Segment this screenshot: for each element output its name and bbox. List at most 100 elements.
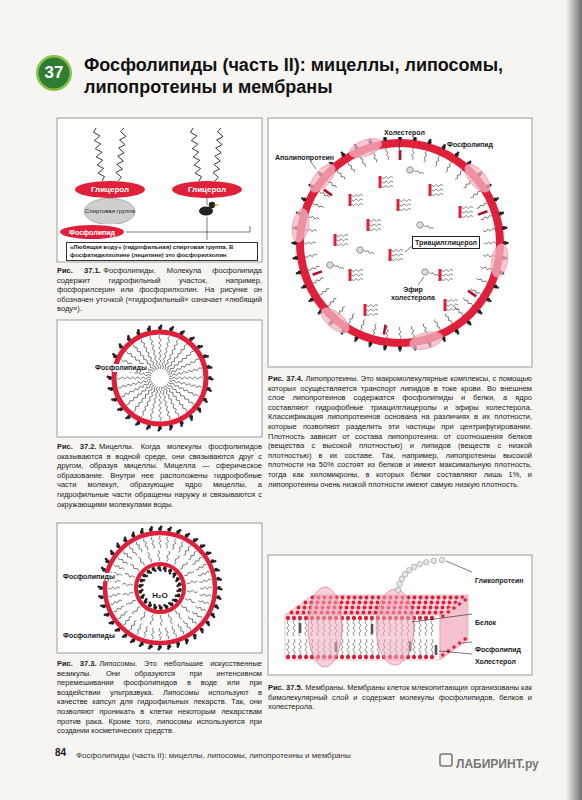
hydrophilic-head xyxy=(109,387,113,391)
fatty-acid-tail xyxy=(144,626,148,638)
phospholipid-head xyxy=(443,596,447,600)
fatty-acid-tail xyxy=(419,620,421,636)
fatty-acid-tail xyxy=(367,314,379,316)
hydrophilic-head xyxy=(341,151,343,153)
part-label: Белок xyxy=(474,619,497,627)
triacylglycerol-backbone xyxy=(444,299,447,311)
phospholipid-head xyxy=(441,653,445,657)
label-anchor: Гликопротеин xyxy=(474,569,525,587)
hydrophilic-head xyxy=(110,550,113,553)
node-text: Фосфолипид xyxy=(69,229,115,236)
fatty-acid-tail xyxy=(158,550,160,561)
fatty-acid-tail xyxy=(136,542,141,553)
fatty-acid-tail xyxy=(481,216,493,220)
glycoprotein-bead xyxy=(395,587,401,593)
part-label: Аполипопротеин xyxy=(274,154,335,162)
fatty-acid-tail xyxy=(462,207,474,209)
hydrophilic-head xyxy=(150,526,153,529)
fatty-acid-tail xyxy=(445,162,452,172)
phospholipid-head xyxy=(292,655,296,659)
hydrophilic-head xyxy=(291,242,293,244)
fatty-acid-tail xyxy=(386,148,389,160)
fatty-acid-tail xyxy=(353,639,355,655)
glycerol-ring xyxy=(114,332,206,424)
node-text: Спиртовая группа xyxy=(85,208,135,215)
fatty-acid-tail xyxy=(471,191,481,198)
fatty-acid-tail xyxy=(348,162,355,172)
fatty-acid-tail xyxy=(166,628,169,640)
phospholipid-head xyxy=(359,596,363,600)
phospholipid-head xyxy=(418,601,422,605)
fatty-acid-tail xyxy=(370,220,382,222)
phospholipid-head xyxy=(449,596,453,600)
figure-number: Рис. 37.4. xyxy=(268,374,303,383)
hydrophilic-head xyxy=(147,327,151,331)
label-anchor: H₂O xyxy=(152,584,168,602)
glycoprotein-bead xyxy=(411,564,417,570)
hydrophilic-head xyxy=(135,423,138,426)
fatty-acid-tail xyxy=(172,539,176,551)
hydrophilic-head xyxy=(384,348,386,350)
phospholipid-head xyxy=(363,606,367,610)
hydrophilic-head xyxy=(497,197,499,199)
fatty-acid-tail xyxy=(337,235,349,237)
phospholipid-head xyxy=(431,596,435,600)
membrane-protein xyxy=(308,587,342,667)
hydrophilic-head xyxy=(141,589,144,592)
hydrophilic-head xyxy=(205,400,208,403)
fatty-acid-tail xyxy=(400,209,412,211)
hydrophilic-head xyxy=(467,320,471,324)
fatty-acid-tail xyxy=(308,266,320,270)
hydrophilic-head xyxy=(159,569,162,572)
hydrophilic-head xyxy=(130,641,133,644)
label-anchor: Фосфолипиды (часть II): мицеллы, липосом… xyxy=(76,744,351,762)
figure-number: Рис. 37.2. xyxy=(57,442,96,451)
apolipoprotein xyxy=(460,160,494,196)
phospholipid-head xyxy=(290,611,294,615)
node-ellipse xyxy=(172,181,242,198)
part-label: Холестерол xyxy=(474,658,517,666)
fatty-acid-tail xyxy=(464,298,473,306)
hydrophilic-head xyxy=(369,345,371,347)
figure-frame xyxy=(268,555,532,675)
fatty-acid-tail xyxy=(118,557,128,564)
hydrophilic-head xyxy=(169,428,172,431)
fatty-acid-tail xyxy=(425,639,427,655)
fatty-acid-tail xyxy=(176,610,182,619)
figure-frame xyxy=(268,118,532,367)
figure-caption: Рис. 37.3.Липосомы. Это небольшие искусс… xyxy=(57,659,262,736)
hydrophilic-head xyxy=(469,323,471,325)
label-box: Триацилглицерол xyxy=(412,236,480,249)
phospholipid-head xyxy=(430,655,434,659)
glycerol-ring xyxy=(105,533,215,643)
glycoprotein-bead xyxy=(406,567,412,573)
phospholipid-head xyxy=(447,610,451,614)
fatty-acid-tail xyxy=(122,583,133,585)
fatty-acid-tail xyxy=(287,639,289,655)
fatty-acid-tail xyxy=(431,639,433,655)
fatty-acid-tail xyxy=(159,536,161,548)
hydrophilic-head xyxy=(160,526,163,529)
fatty-acid-tail xyxy=(136,624,141,635)
hydrophilic-head xyxy=(148,647,151,650)
fatty-acid-tail xyxy=(360,319,365,330)
phospholipid-head xyxy=(458,641,462,645)
glycoprotein-bead xyxy=(431,558,437,564)
phospholipid-head xyxy=(298,616,302,620)
hydrophilic-head xyxy=(175,595,178,598)
fatty-acid-tail xyxy=(187,581,198,584)
fatty-acid-tail xyxy=(442,270,454,272)
hydrophilic-head xyxy=(429,139,431,141)
hydrophilic-head xyxy=(179,529,182,532)
phospholipid-head xyxy=(302,611,306,615)
phospholipid-head xyxy=(375,606,379,610)
fatty-acid-tail xyxy=(359,639,361,655)
fatty-acid-tail xyxy=(435,156,440,167)
fatty-acid-tail xyxy=(200,587,212,589)
phospholipid-head xyxy=(463,598,467,602)
hydrophilic-head xyxy=(139,645,142,648)
cholesterol-mark xyxy=(399,150,402,160)
fatty-acid-tail xyxy=(150,336,159,369)
apolipoprotein xyxy=(306,160,340,196)
fatty-acid-tail xyxy=(123,551,132,560)
